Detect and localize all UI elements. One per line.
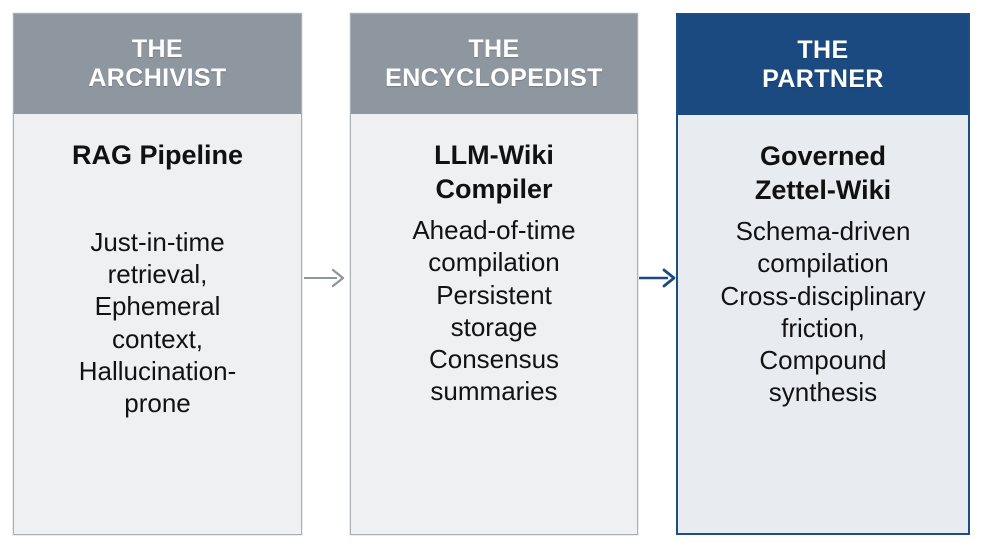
stage-detail-list: Just-in-time retrieval, Ephemeral contex…	[24, 226, 291, 419]
stage-subtitle-line1: Governed	[759, 141, 887, 171]
stage-card-encyclopedist[interactable]: THE ENCYCLOPEDIST LLM-Wiki Compiler Ahea…	[350, 13, 638, 535]
stage-body-encyclopedist: LLM-Wiki Compiler Ahead-of-time compilat…	[351, 114, 637, 534]
stage-card-partner[interactable]: THE PARTNER Governed Zettel-Wiki Schema-…	[676, 13, 970, 535]
stage-detail-line: synthesis	[768, 377, 878, 408]
stage-detail-line: Persistent	[436, 279, 552, 310]
stage-subtitle-line1: LLM-Wiki	[434, 140, 554, 170]
stage-body-archivist: RAG Pipeline Just-in-time retrieval, Eph…	[14, 114, 301, 534]
stage-header-partner: THE PARTNER	[678, 15, 968, 115]
stage-header-line2: ARCHIVIST	[88, 64, 227, 92]
stage-header-line1: THE	[468, 35, 520, 63]
stage-subtitle: RAG Pipeline	[71, 140, 244, 170]
stage-body-partner: Governed Zettel-Wiki Schema-driven compi…	[678, 115, 968, 533]
stage-detail-line: storage	[450, 311, 538, 342]
stage-detail-line: Ephemeral	[94, 291, 221, 322]
stage-detail-line: friction,	[781, 312, 865, 343]
stage-detail-line: Ahead-of-time	[412, 215, 576, 246]
stage-detail-line: Consensus	[428, 343, 560, 374]
stage-detail-list: Schema-driven compilation Cross-discipli…	[688, 215, 958, 408]
stage-header-line1: THE	[797, 36, 849, 64]
stage-detail-line: context,	[111, 323, 204, 354]
stage-detail-line: Compound	[759, 344, 887, 375]
stage-subtitle-line2: Zettel-Wiki	[754, 175, 892, 206]
stage-subtitle-line2: Compiler	[435, 174, 553, 205]
stage-detail-line: Hallucination-	[78, 355, 237, 386]
stage-detail-line: retrieval,	[107, 259, 208, 290]
stage-card-archivist[interactable]: THE ARCHIVIST RAG Pipeline Just-in-time …	[13, 13, 302, 535]
stage-header-archivist: THE ARCHIVIST	[14, 14, 301, 114]
stage-header-line2: ENCYCLOPEDIST	[385, 64, 603, 92]
stage-detail-line: summaries	[430, 376, 558, 407]
stage-detail-line: compilation	[757, 248, 889, 279]
stage-detail-line: Schema-driven	[735, 216, 911, 247]
stage-detail-line: Just-in-time	[90, 227, 225, 258]
stage-header-encyclopedist: THE ENCYCLOPEDIST	[351, 14, 637, 114]
arrow-stage2-to-stage3-icon	[639, 268, 676, 288]
stage-header-line2: PARTNER	[762, 65, 884, 93]
stage-header-line1: THE	[131, 35, 184, 63]
arrow-stage1-to-stage2-icon	[304, 268, 345, 288]
stage-detail-line: prone	[124, 388, 191, 419]
stage-detail-line: compilation	[428, 247, 560, 278]
stage-detail-list: Ahead-of-time compilation Persistent sto…	[361, 214, 627, 407]
stage-detail-line: Cross-disciplinary	[720, 280, 926, 311]
